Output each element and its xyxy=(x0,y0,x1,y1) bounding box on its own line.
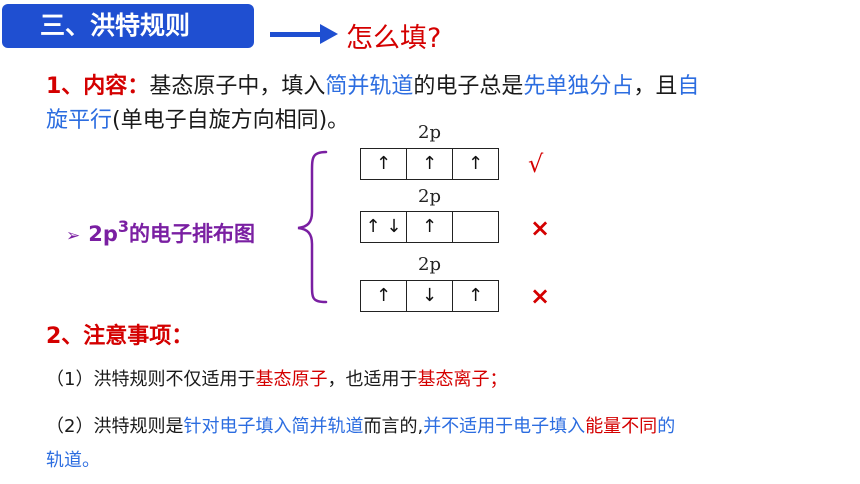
arrow-right-icon xyxy=(320,24,338,44)
caption-superscript: 3 xyxy=(117,217,130,236)
orbital-box: ↑ xyxy=(360,280,407,312)
orbital-label-2: 2p xyxy=(418,186,441,207)
correct-check-icon: √ xyxy=(528,150,544,178)
note-1-prefix: （1）洪特规则不仅适用于 xyxy=(46,369,256,390)
curly-brace-icon xyxy=(297,150,328,304)
caption-rest: 的电子排布图 xyxy=(129,222,256,246)
content-label: 1、内容： xyxy=(46,74,150,99)
question-text: 怎么填? xyxy=(346,23,442,54)
note-2-highlight-orbital: 轨道。 xyxy=(46,450,100,471)
orbital-box: ↑ xyxy=(407,148,453,180)
diagram-caption: ➢ 2p3的电子排布图 xyxy=(66,217,255,248)
caption-main: 2p xyxy=(88,222,118,246)
bullet-arrow-icon: ➢ xyxy=(66,226,81,246)
orbital-label-1: 2p xyxy=(418,122,441,143)
orbital-diagram-1: ↑ ↑ ↑ xyxy=(360,148,499,180)
notes-heading: 2、注意事项： xyxy=(46,324,194,349)
orbital-diagram-2: ↑ ↓ ↑ xyxy=(360,211,499,243)
content-text-4: (单电子自旋方向相同)。 xyxy=(112,108,350,133)
highlight-occupy-singly: 先单独分占 xyxy=(523,74,634,99)
note-item-2: （2）洪特规则是针对电子填入简并轨道而言的,并不适用于电子填入能量不同的轨道。 xyxy=(46,410,826,478)
note-1-highlight-ground-atom: 基态原子 xyxy=(255,369,328,390)
arrow-right-icon-shaft xyxy=(270,32,322,37)
orbital-box: ↑ xyxy=(360,148,407,180)
note-1-mid: ，也适用于 xyxy=(327,369,418,390)
orbital-box xyxy=(453,211,499,243)
content-text-2: 的电子总是 xyxy=(413,74,524,99)
orbital-box: ↑ ↓ xyxy=(360,211,407,243)
orbital-box: ↑ xyxy=(407,211,453,243)
orbital-box: ↑ xyxy=(453,280,499,312)
orbital-diagram-3: ↑ ↓ ↑ xyxy=(360,280,499,312)
content-text-3: ，且 xyxy=(633,74,678,99)
note-2-highlight-not-apply: 并不适用于电子填入 xyxy=(423,416,586,437)
wrong-cross-icon: × xyxy=(530,214,551,242)
highlight-parallel-spin-start: 自 xyxy=(677,74,700,99)
note-2-highlight-degenerate: 针对电子填入简并轨道 xyxy=(183,416,364,437)
content-paragraph: 1、内容：基态原子中，填入简并轨道的电子总是先单独分占，且自旋平行(单电子自旋方… xyxy=(46,70,816,138)
note-item-1: （1）洪特规则不仅适用于基态原子，也适用于基态离子； xyxy=(46,366,826,394)
note-2-highlight-de: 的 xyxy=(657,416,676,437)
highlight-degenerate-orbitals: 简并轨道 xyxy=(325,74,414,99)
wrong-cross-icon: × xyxy=(530,282,551,310)
orbital-box: ↓ xyxy=(407,280,453,312)
note-1-highlight-ground-ion: 基态离子； xyxy=(417,369,508,390)
orbital-box: ↑ xyxy=(453,148,499,180)
note-2-highlight-energy: 能量不同 xyxy=(585,416,658,437)
section-title: 三、洪特规则 xyxy=(2,4,254,48)
content-text-1: 基态原子中，填入 xyxy=(149,74,326,99)
note-2-prefix: （2）洪特规则是 xyxy=(46,416,184,437)
note-2-mid: 而言的, xyxy=(363,416,424,437)
orbital-label-3: 2p xyxy=(418,254,441,275)
highlight-parallel-spin-end: 旋平行 xyxy=(46,108,113,133)
